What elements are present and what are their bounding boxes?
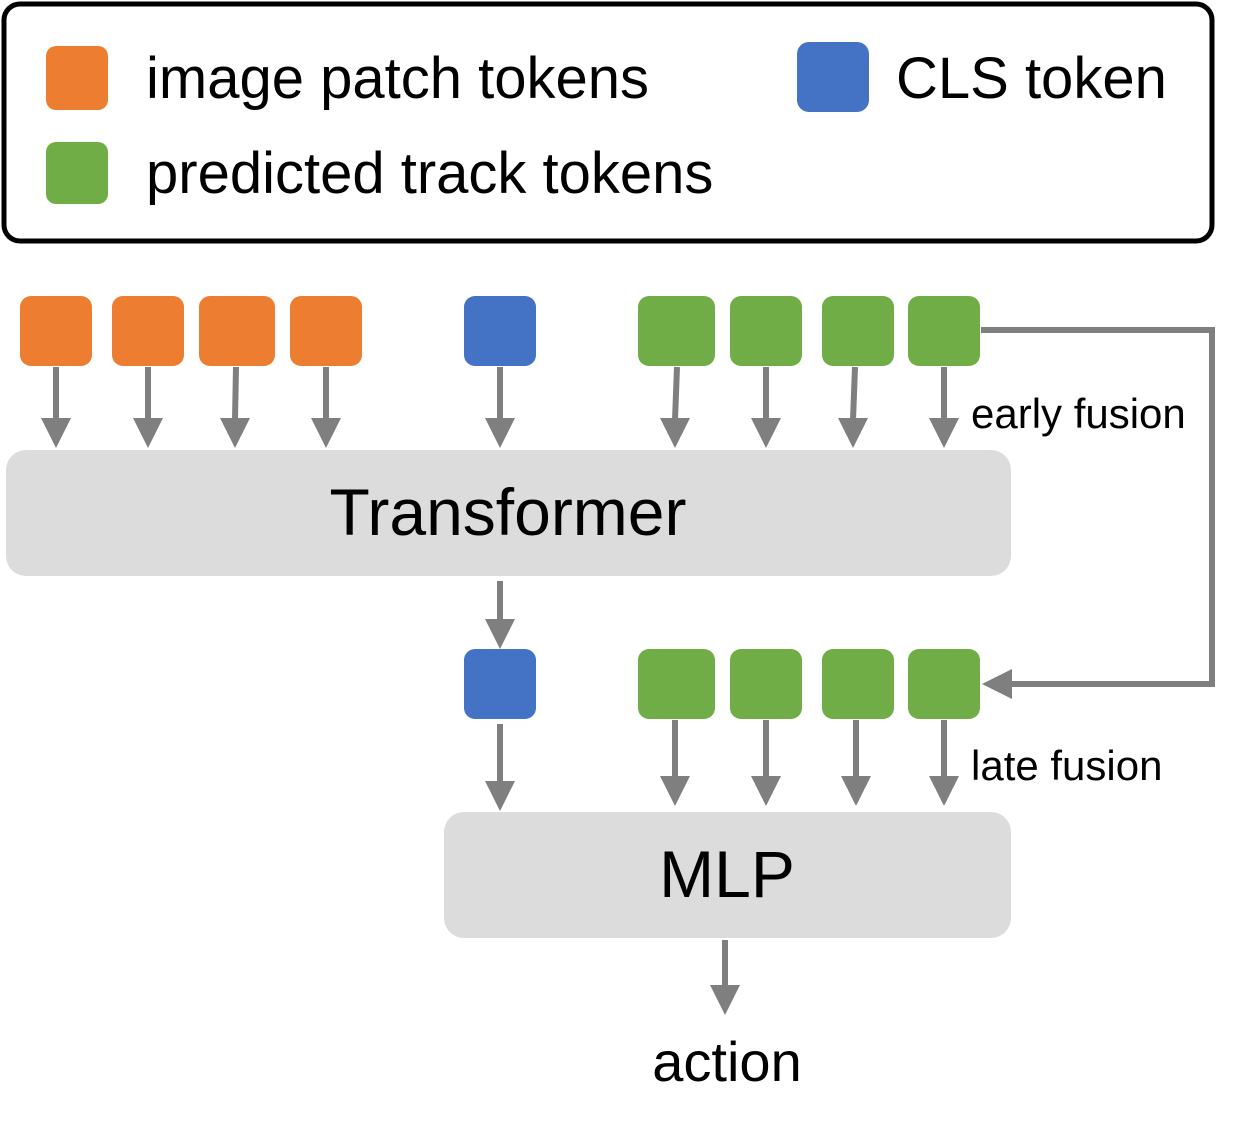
arrow-head [311, 418, 341, 448]
late-fusion-label: late fusion [971, 742, 1162, 789]
image-patch-token [20, 296, 92, 366]
image-patch-token [290, 296, 362, 366]
image-patch-token [112, 296, 184, 366]
arrow-head [485, 619, 515, 649]
legend-label-image-patch: image patch tokens [146, 46, 649, 111]
track-token [908, 649, 980, 719]
arrow-head [982, 669, 1012, 699]
arrow-head [929, 418, 959, 448]
track-token [730, 296, 802, 366]
mlp-block [444, 812, 1011, 938]
bypass-line [981, 327, 1215, 687]
transformer-block [6, 450, 1011, 576]
arrow-head [751, 776, 781, 806]
arrow-head [838, 418, 868, 448]
arrow-head [751, 418, 781, 448]
legend-border [1, 1, 1215, 244]
arrow-head [841, 776, 871, 806]
arrow-head [929, 776, 959, 806]
image-patch-token [199, 296, 275, 366]
legend-swatch-track [46, 142, 108, 204]
arrow-shaft [232, 366, 239, 421]
track-token [638, 649, 715, 719]
early-fusion-label: early fusion [971, 390, 1186, 437]
arrow-head [41, 418, 71, 448]
legend-swatch-image-patch [46, 46, 108, 110]
middle-token-row [464, 649, 980, 719]
track-token [638, 296, 715, 366]
cls-token [464, 649, 536, 719]
input-token-row [20, 296, 980, 366]
legend: image patch tokens CLS token predicted t… [1, 1, 1215, 244]
late-fusion-connector [981, 327, 1215, 699]
arrow-head [660, 418, 690, 448]
output-label: action [652, 1030, 801, 1093]
arrow-head [660, 776, 690, 806]
mlp-label: MLP [659, 837, 795, 911]
cls-token [464, 296, 536, 366]
legend-label-track: predicted track tokens [146, 141, 713, 206]
arrow-shaft [850, 366, 858, 421]
track-token [822, 649, 894, 719]
arrow-head [220, 418, 250, 448]
legend-swatch-cls [797, 42, 869, 112]
arrow-head [710, 985, 740, 1015]
arrow-shaft [672, 366, 680, 421]
track-token [730, 649, 802, 719]
arrow-head [485, 781, 515, 811]
input-arrows [41, 366, 959, 448]
arrow-head [133, 418, 163, 448]
legend-label-cls: CLS token [896, 46, 1167, 111]
mlp-input-arrows [485, 720, 959, 811]
track-token [908, 296, 980, 366]
arrow-head [485, 418, 515, 448]
track-token [822, 296, 894, 366]
transformer-label: Transformer [330, 475, 687, 549]
